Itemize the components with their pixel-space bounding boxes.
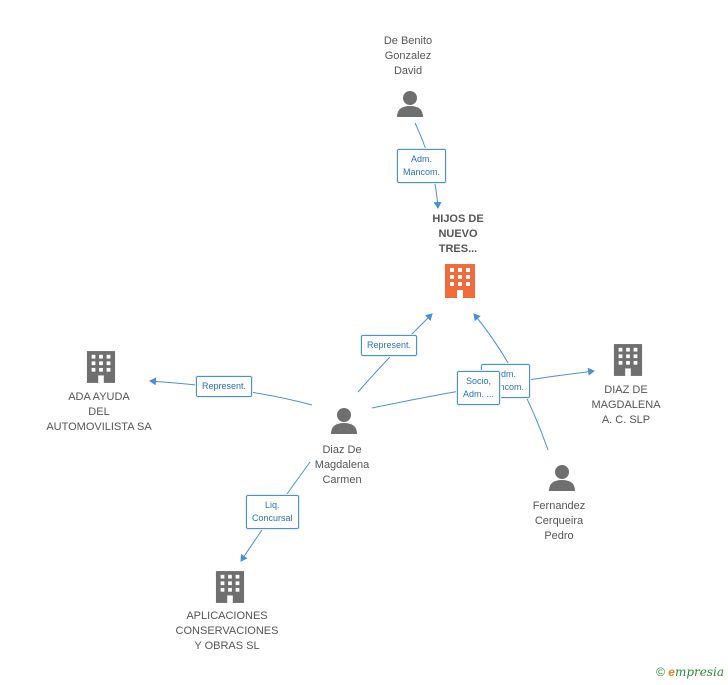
brand-name: mpresia: [674, 665, 724, 679]
person-icon[interactable]: [547, 463, 577, 493]
person-icon[interactable]: [395, 89, 425, 119]
person-icon[interactable]: [329, 406, 359, 436]
building-icon[interactable]: [613, 343, 643, 377]
node-label-diaz-carmen: Diaz De Magdalena Carmen: [314, 444, 370, 486]
brand-footer: © empresia: [656, 665, 724, 679]
edge-label-represent[interactable]: Represent.: [361, 335, 418, 356]
edge-label-liq-concursal[interactable]: Liq. Concursal: [246, 495, 299, 529]
building-icon[interactable]: [86, 350, 116, 384]
node-label-aplicaciones: APLICACIONES CONSERVACIONES Y OBRAS SL: [175, 610, 279, 652]
edge-label-represent[interactable]: Represent.: [196, 376, 253, 397]
node-label-ada: ADA AYUDA DEL AUTOMOVILISTA SA: [46, 391, 152, 433]
node-label-de-benito: De Benito Gonzalez David: [383, 35, 433, 77]
brand-logo-e: e: [668, 665, 675, 679]
node-label-diaz-slp: DIAZ DE MAGDALENA A. C. SLP: [591, 384, 661, 426]
edge-label-adm-mancom[interactable]: Adm. Mancom.: [397, 149, 447, 183]
edge-label-socio-adm[interactable]: Socio, Adm. ...: [457, 371, 501, 405]
building-icon-main[interactable]: [444, 264, 476, 298]
copyright-icon: ©: [656, 665, 665, 679]
building-icon[interactable]: [215, 570, 245, 604]
node-label-fernandez: Fernandez Cerqueira Pedro: [532, 500, 586, 542]
node-label-hijos: HIJOS DE NUEVO TRES...: [432, 213, 484, 255]
